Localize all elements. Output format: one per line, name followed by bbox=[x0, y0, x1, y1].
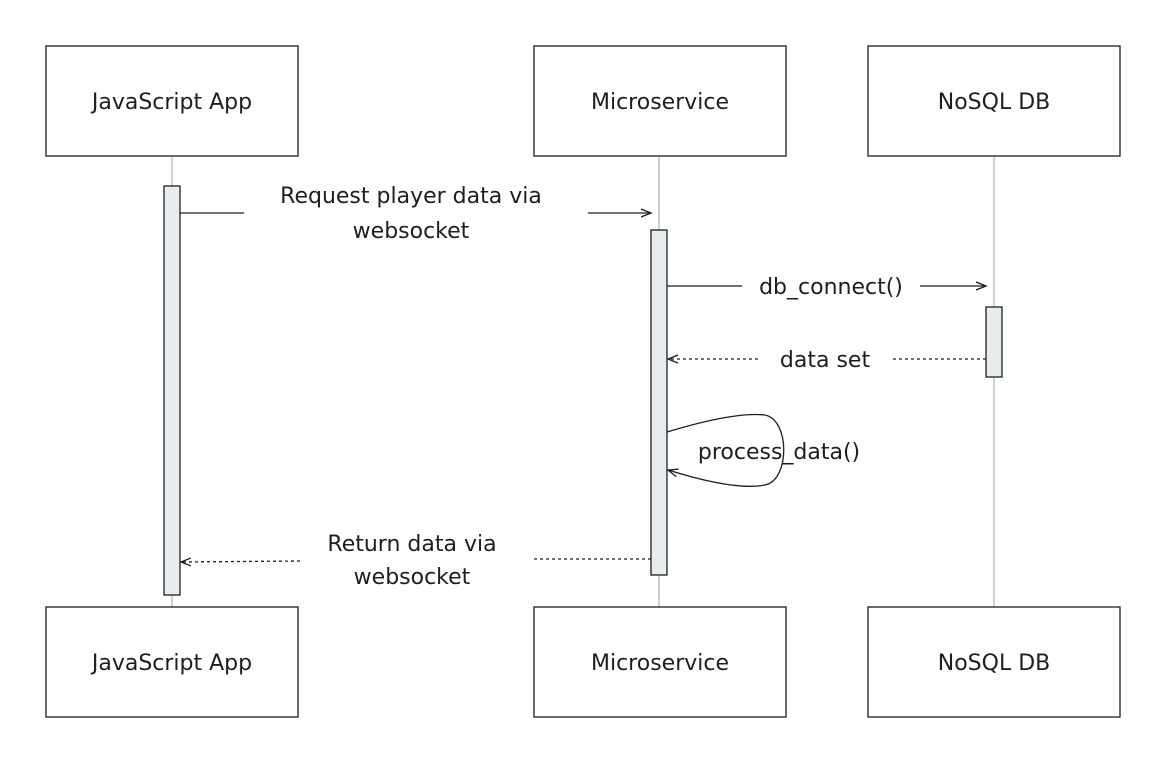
participant-label: NoSQL DB bbox=[938, 90, 1050, 115]
message-label: process_data() bbox=[698, 440, 860, 465]
message-label: Return data via bbox=[327, 532, 496, 557]
participant-javascript-app-top: JavaScript App bbox=[45, 45, 299, 157]
participant-label: JavaScript App bbox=[90, 90, 252, 115]
participant-microservice-top: Microservice bbox=[533, 45, 787, 157]
participant-label: Microservice bbox=[591, 651, 729, 676]
participant-label: NoSQL DB bbox=[938, 651, 1050, 676]
message-data-set: data set bbox=[668, 348, 986, 373]
activation-javascript-app bbox=[163, 185, 181, 596]
participant-nosql-db-bottom: NoSQL DB bbox=[867, 606, 1121, 718]
message-label: Request player data via bbox=[280, 184, 542, 209]
activation-nosql-db bbox=[985, 306, 1003, 378]
activation-microservice bbox=[650, 229, 668, 576]
message-process-data: process_data() bbox=[667, 413, 860, 487]
message-label: data set bbox=[780, 348, 871, 373]
message-db-connect: db_connect() bbox=[667, 275, 986, 300]
participant-label: Microservice bbox=[591, 90, 729, 115]
message-label: websocket bbox=[353, 219, 470, 244]
participant-nosql-db-top: NoSQL DB bbox=[867, 45, 1121, 157]
message-label: db_connect() bbox=[759, 275, 903, 300]
message-request-player-data: Request player data via websocket bbox=[180, 184, 651, 244]
participant-label: JavaScript App bbox=[90, 651, 252, 676]
message-label: websocket bbox=[354, 565, 471, 590]
message-return-data: Return data via websocket bbox=[181, 532, 651, 590]
participant-microservice-bottom: Microservice bbox=[533, 606, 787, 718]
participant-javascript-app-bottom: JavaScript App bbox=[45, 606, 299, 718]
